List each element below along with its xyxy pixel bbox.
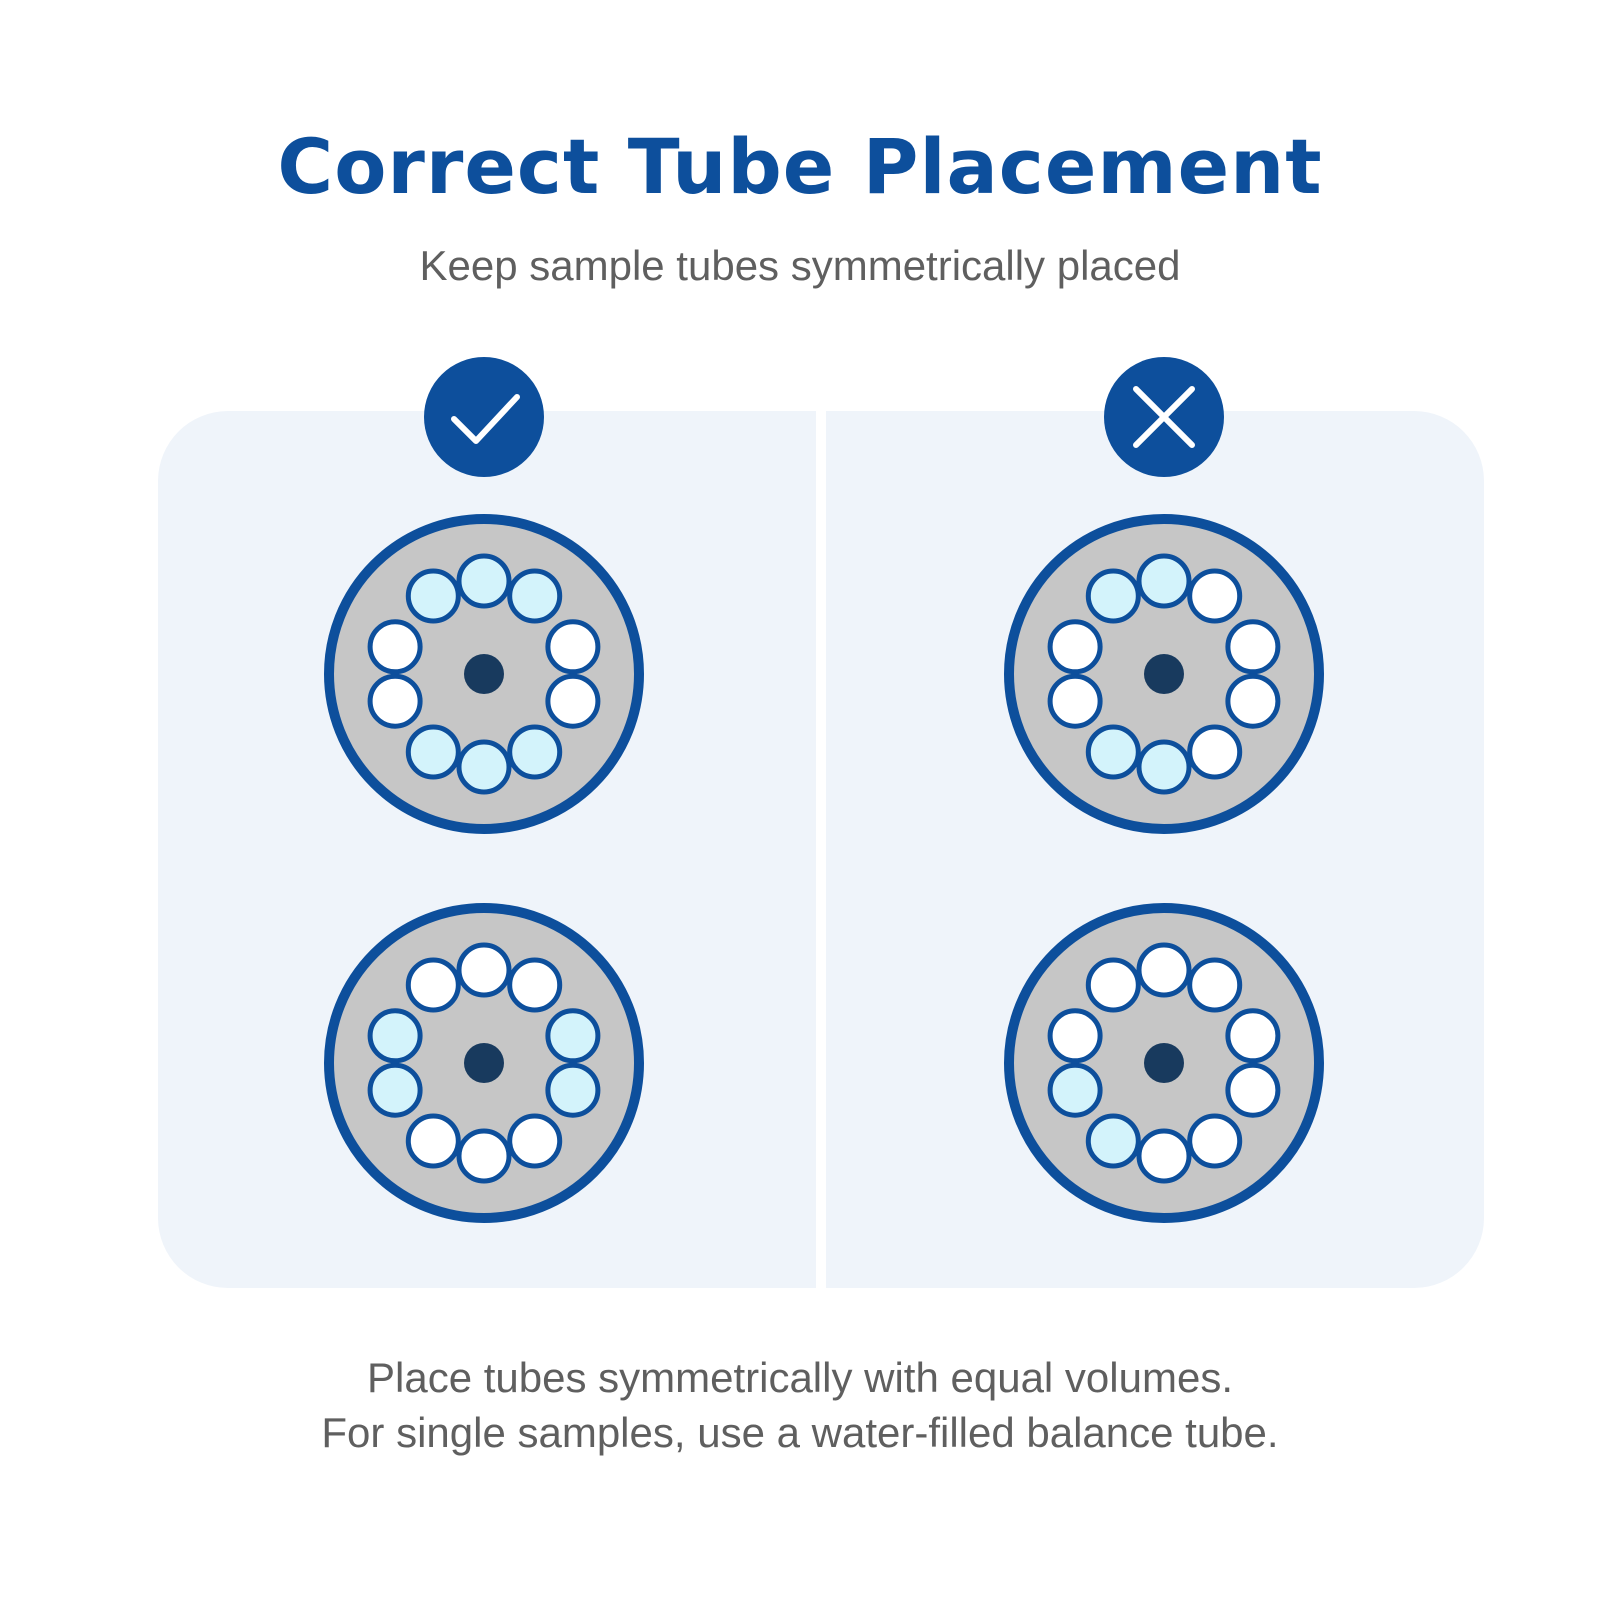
rotor-incorrect-2 bbox=[1004, 903, 1324, 1223]
tube-slot-filled bbox=[1047, 1062, 1103, 1118]
rotor-incorrect-1 bbox=[1004, 514, 1324, 834]
rotor-correct-2 bbox=[324, 903, 644, 1223]
tube-slot-filled bbox=[367, 1062, 423, 1118]
tube-slot-filled bbox=[507, 724, 563, 780]
tube-slot-empty bbox=[507, 957, 563, 1013]
cross-icon bbox=[1133, 386, 1195, 448]
tube-slot-filled bbox=[545, 1008, 601, 1064]
tube-slot-filled bbox=[367, 1008, 423, 1064]
tube-slot-empty bbox=[1047, 673, 1103, 729]
tube-slot-empty bbox=[1047, 619, 1103, 675]
tube-slot-filled bbox=[1136, 553, 1192, 609]
tube-slot-empty bbox=[1187, 1113, 1243, 1169]
rotor-correct-1 bbox=[324, 514, 644, 834]
footer-line-2: For single samples, use a water-filled b… bbox=[321, 1409, 1279, 1456]
check-icon bbox=[451, 394, 520, 444]
rotor-hub bbox=[1144, 1043, 1184, 1083]
column-correct bbox=[324, 357, 644, 1223]
footer-line-1: Place tubes symmetrically with equal vol… bbox=[366, 1354, 1233, 1401]
badge-incorrect bbox=[1104, 357, 1224, 477]
tube-slot-empty bbox=[405, 957, 461, 1013]
tube-slot-empty bbox=[367, 673, 423, 729]
rotor-hub bbox=[464, 1043, 504, 1083]
tube-slot-filled bbox=[405, 568, 461, 624]
tube-slot-empty bbox=[1225, 1062, 1281, 1118]
tube-slot-empty bbox=[507, 1113, 563, 1169]
tube-slot-empty bbox=[545, 619, 601, 675]
tube-slot-empty bbox=[1187, 568, 1243, 624]
tube-slot-filled bbox=[1136, 739, 1192, 795]
badge-correct bbox=[424, 357, 544, 477]
tube-slot-empty bbox=[456, 942, 512, 998]
tube-slot-empty bbox=[1136, 942, 1192, 998]
footer-note: Place tubes symmetrically with equal vol… bbox=[0, 1350, 1600, 1460]
tube-slot-empty bbox=[367, 619, 423, 675]
column-incorrect bbox=[1004, 357, 1324, 1223]
page-subtitle: Keep sample tubes symmetrically placed bbox=[419, 242, 1181, 289]
panel-divider bbox=[816, 411, 826, 1288]
tube-slot-empty bbox=[405, 1113, 461, 1169]
rotor-hub bbox=[464, 654, 504, 694]
tube-slot-filled bbox=[545, 1062, 601, 1118]
badge-circle bbox=[424, 357, 544, 477]
tube-slot-filled bbox=[456, 739, 512, 795]
tube-slot-empty bbox=[456, 1128, 512, 1184]
rotor-hub bbox=[1144, 654, 1184, 694]
page-title: Correct Tube Placement bbox=[277, 122, 1323, 211]
tube-slot-empty bbox=[545, 673, 601, 729]
tube-slot-filled bbox=[507, 568, 563, 624]
tube-slot-empty bbox=[1047, 1008, 1103, 1064]
tube-slot-filled bbox=[1085, 1113, 1141, 1169]
tube-slot-filled bbox=[1085, 568, 1141, 624]
tube-slot-empty bbox=[1187, 724, 1243, 780]
tube-slot-empty bbox=[1085, 957, 1141, 1013]
tube-slot-filled bbox=[1085, 724, 1141, 780]
tube-slot-empty bbox=[1187, 957, 1243, 1013]
tube-slot-empty bbox=[1225, 619, 1281, 675]
tube-slot-empty bbox=[1225, 1008, 1281, 1064]
tube-slot-empty bbox=[1225, 673, 1281, 729]
tube-slot-filled bbox=[456, 553, 512, 609]
tube-slot-filled bbox=[405, 724, 461, 780]
tube-slot-empty bbox=[1136, 1128, 1192, 1184]
